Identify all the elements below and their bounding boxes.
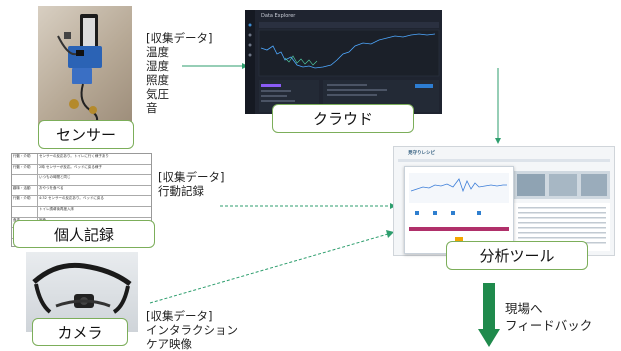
table-cell-category xyxy=(12,206,38,217)
camera-data-note: [収集データ] インタラクション ケア映像 xyxy=(146,309,238,351)
personal-record-label: 個人記録 xyxy=(13,220,155,248)
table-cell-category: 行動・介助 xyxy=(12,196,38,206)
arrow-sensor-to-cloud xyxy=(182,63,248,69)
camera-label: カメラ xyxy=(32,318,128,346)
personal-record-label-text: 個人記録 xyxy=(53,225,114,244)
table-cell-detail: おやつを食べる xyxy=(39,185,64,190)
sensor-device-illustration xyxy=(57,14,102,125)
analysis-tool-title: 見守りレシピ xyxy=(408,151,435,156)
table-cell-detail: 2時 センサーが反応。ベッドに戻る様子 xyxy=(39,164,102,169)
feedback-down-arrow xyxy=(478,283,500,347)
table-cell-category xyxy=(12,175,38,185)
feedback-note: 現場へ フィードバック xyxy=(505,301,593,333)
table-cell-detail: いつもの時間と同じ xyxy=(39,175,71,180)
record-data-note: [収集データ] 行動記録 xyxy=(158,170,225,198)
table-row: 行動・介助センサーの反応あり。トイレに行く様子あり xyxy=(12,154,151,165)
cloud-dashboard-screenshot: Data Explorer xyxy=(245,10,442,114)
sensor-data-note: [収集データ] 温度 湿度 照度 気圧 音 xyxy=(146,31,213,115)
table-cell-category: 行動・介助 xyxy=(12,164,38,175)
table-cell-category: 趣味・活動 xyxy=(12,185,38,196)
table-row: トイレ誘導後再度入床 xyxy=(12,206,151,218)
analysis-chart-graphics xyxy=(409,173,509,241)
table-cell-category: 行動・介助 xyxy=(12,154,38,164)
arrow-camera-to-tool xyxy=(149,230,394,304)
table-cell-detail: センサーの反応あり。トイレに行く様子あり xyxy=(39,154,109,158)
sensor-label: センサー xyxy=(38,120,134,149)
arrow-cloud-to-tool xyxy=(495,68,501,144)
cloud-dashboard-title: Data Explorer xyxy=(261,13,296,19)
cloud-dashboard-graphics xyxy=(245,10,440,114)
cloud-label: クラウド xyxy=(272,104,414,133)
arrow-record-to-tool xyxy=(220,203,396,209)
analysis-chart-card xyxy=(404,166,514,254)
table-row: 趣味・活動おやつを食べる xyxy=(12,185,151,197)
table-cell-detail: 完食 xyxy=(38,218,151,228)
cloud-label-text: クラウド xyxy=(312,110,373,128)
table-cell-detail: トイレ誘導後再度入床 xyxy=(39,206,74,211)
table-cell-detail: 4:32 センサーの反応あり。ベッドに戻る xyxy=(39,196,104,201)
table-row: いつもの時間と同じ xyxy=(12,175,151,186)
wearable-camera-illustration xyxy=(32,262,132,314)
analysis-tool-label-text: 分析ツール xyxy=(479,247,555,265)
sensor-label-text: センサー xyxy=(55,126,116,144)
analysis-tool-label: 分析ツール xyxy=(446,241,588,270)
sensor-photo xyxy=(38,6,132,128)
camera-label-text: カメラ xyxy=(57,323,103,342)
